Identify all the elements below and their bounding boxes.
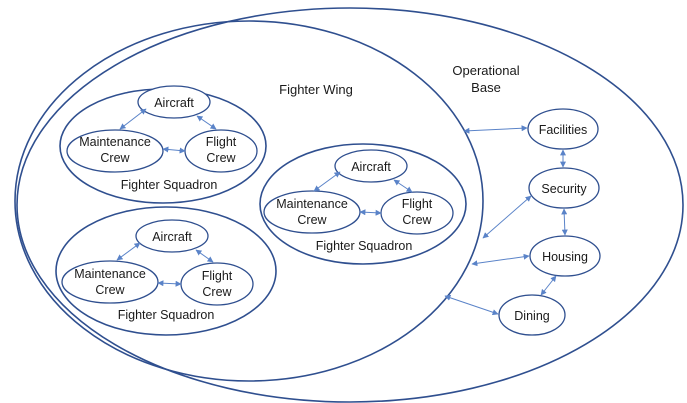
security-label: Security <box>541 182 587 196</box>
operational-base-title-line2: Base <box>471 80 501 95</box>
flight-crew-label-line2: Crew <box>206 151 236 165</box>
edge-maintenance-flight <box>162 146 186 154</box>
edge-security-housing <box>561 208 568 236</box>
fighter-wing-title: Fighter Wing <box>279 82 353 97</box>
maintenance-crew-label-line1: Maintenance <box>74 267 146 281</box>
aircraft-node[interactable] <box>137 85 211 119</box>
flight-crew-label-line2: Crew <box>202 285 232 299</box>
squadron-1-label: Fighter Squadron <box>121 178 218 192</box>
edge-maintenance-aircraft <box>119 108 147 130</box>
squadron-2-boundary <box>259 143 467 265</box>
operational-base-boundary <box>16 7 684 403</box>
dining-node[interactable] <box>498 294 566 336</box>
aircraft-label: Aircraft <box>351 160 391 174</box>
flight-crew-label-line2: Crew <box>402 213 432 227</box>
edge-wing-security <box>482 195 532 239</box>
squadron-3-label: Fighter Squadron <box>118 308 215 322</box>
edge-housing-dining <box>540 275 557 296</box>
housing-label: Housing <box>542 250 588 264</box>
squadron-2-label: Fighter Squadron <box>316 239 413 253</box>
edge-wing-dining <box>444 294 499 316</box>
squadron-3-boundary <box>55 206 277 336</box>
flight-crew-label-line1: Flight <box>206 135 237 149</box>
aircraft-node[interactable] <box>135 219 209 253</box>
edge-aircraft-flight <box>393 179 413 193</box>
maintenance-crew-label-line1: Maintenance <box>276 197 348 211</box>
flight-crew-label-line1: Flight <box>202 269 233 283</box>
maintenance-crew-label-line2: Crew <box>297 213 327 227</box>
maintenance-crew-label-line2: Crew <box>100 151 130 165</box>
edge-maintenance-aircraft <box>313 171 341 192</box>
facilities-label: Facilities <box>539 123 588 137</box>
edge-aircraft-flight <box>196 115 217 130</box>
aircraft-node[interactable] <box>334 149 408 183</box>
flight-crew-label-line1: Flight <box>402 197 433 211</box>
housing-node[interactable] <box>529 235 601 277</box>
operational-base-title-line1: Operational <box>452 63 519 78</box>
aircraft-label: Aircraft <box>154 96 194 110</box>
edge-maintenance-flight <box>359 209 382 216</box>
edge-wing-housing <box>471 253 530 267</box>
maintenance-crew-label-line2: Crew <box>95 283 125 297</box>
fighter-squadron-1: Aircraft Maintenance Crew Flight Crew Fi… <box>59 85 267 204</box>
edge-wing-facilities <box>463 125 528 134</box>
edge-maintenance-flight <box>157 280 182 287</box>
edge-aircraft-flight <box>195 249 214 263</box>
maintenance-crew-label-line1: Maintenance <box>79 135 151 149</box>
edge-maintenance-aircraft <box>116 242 141 261</box>
dining-label: Dining <box>514 309 549 323</box>
aircraft-label: Aircraft <box>152 230 192 244</box>
fighter-squadron-2: Aircraft Maintenance Crew Flight Crew Fi… <box>259 143 467 265</box>
security-node[interactable] <box>528 167 600 209</box>
fighter-squadron-3: Aircraft Maintenance Crew Flight Crew Fi… <box>55 206 277 336</box>
facilities-node[interactable] <box>527 108 599 150</box>
base-support-nodes: Facilities Security Housing Dining <box>444 108 601 336</box>
